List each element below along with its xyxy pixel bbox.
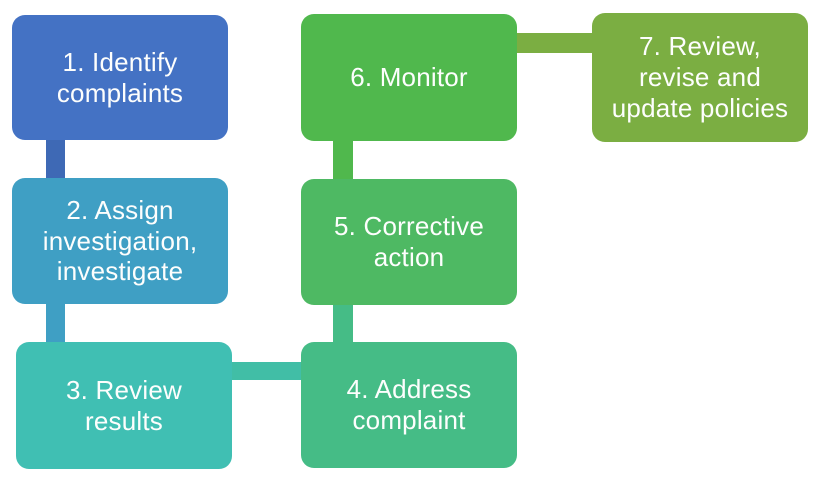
node-step4-address-complaint: 4. Address complaint — [301, 342, 517, 468]
node-step7-review-revise-update-policies: 7. Review, revise and update policies — [592, 13, 808, 142]
node-step1-identify-complaints: 1. Identify complaints — [12, 15, 228, 140]
node-step2-assign-investigation: 2. Assign investigation, investigate — [12, 178, 228, 304]
connector-step5-step6 — [333, 136, 353, 184]
node-step3-review-results: 3. Review results — [16, 342, 232, 469]
connector-step1-step2 — [46, 134, 65, 184]
node-step5-corrective-action: 5. Corrective action — [301, 179, 517, 305]
connector-step6-step7 — [512, 33, 597, 53]
node-step6-monitor: 6. Monitor — [301, 14, 517, 141]
connector-step2-step3 — [46, 298, 65, 348]
connector-step3-step4 — [224, 362, 306, 380]
connector-step4-step5 — [333, 299, 353, 348]
